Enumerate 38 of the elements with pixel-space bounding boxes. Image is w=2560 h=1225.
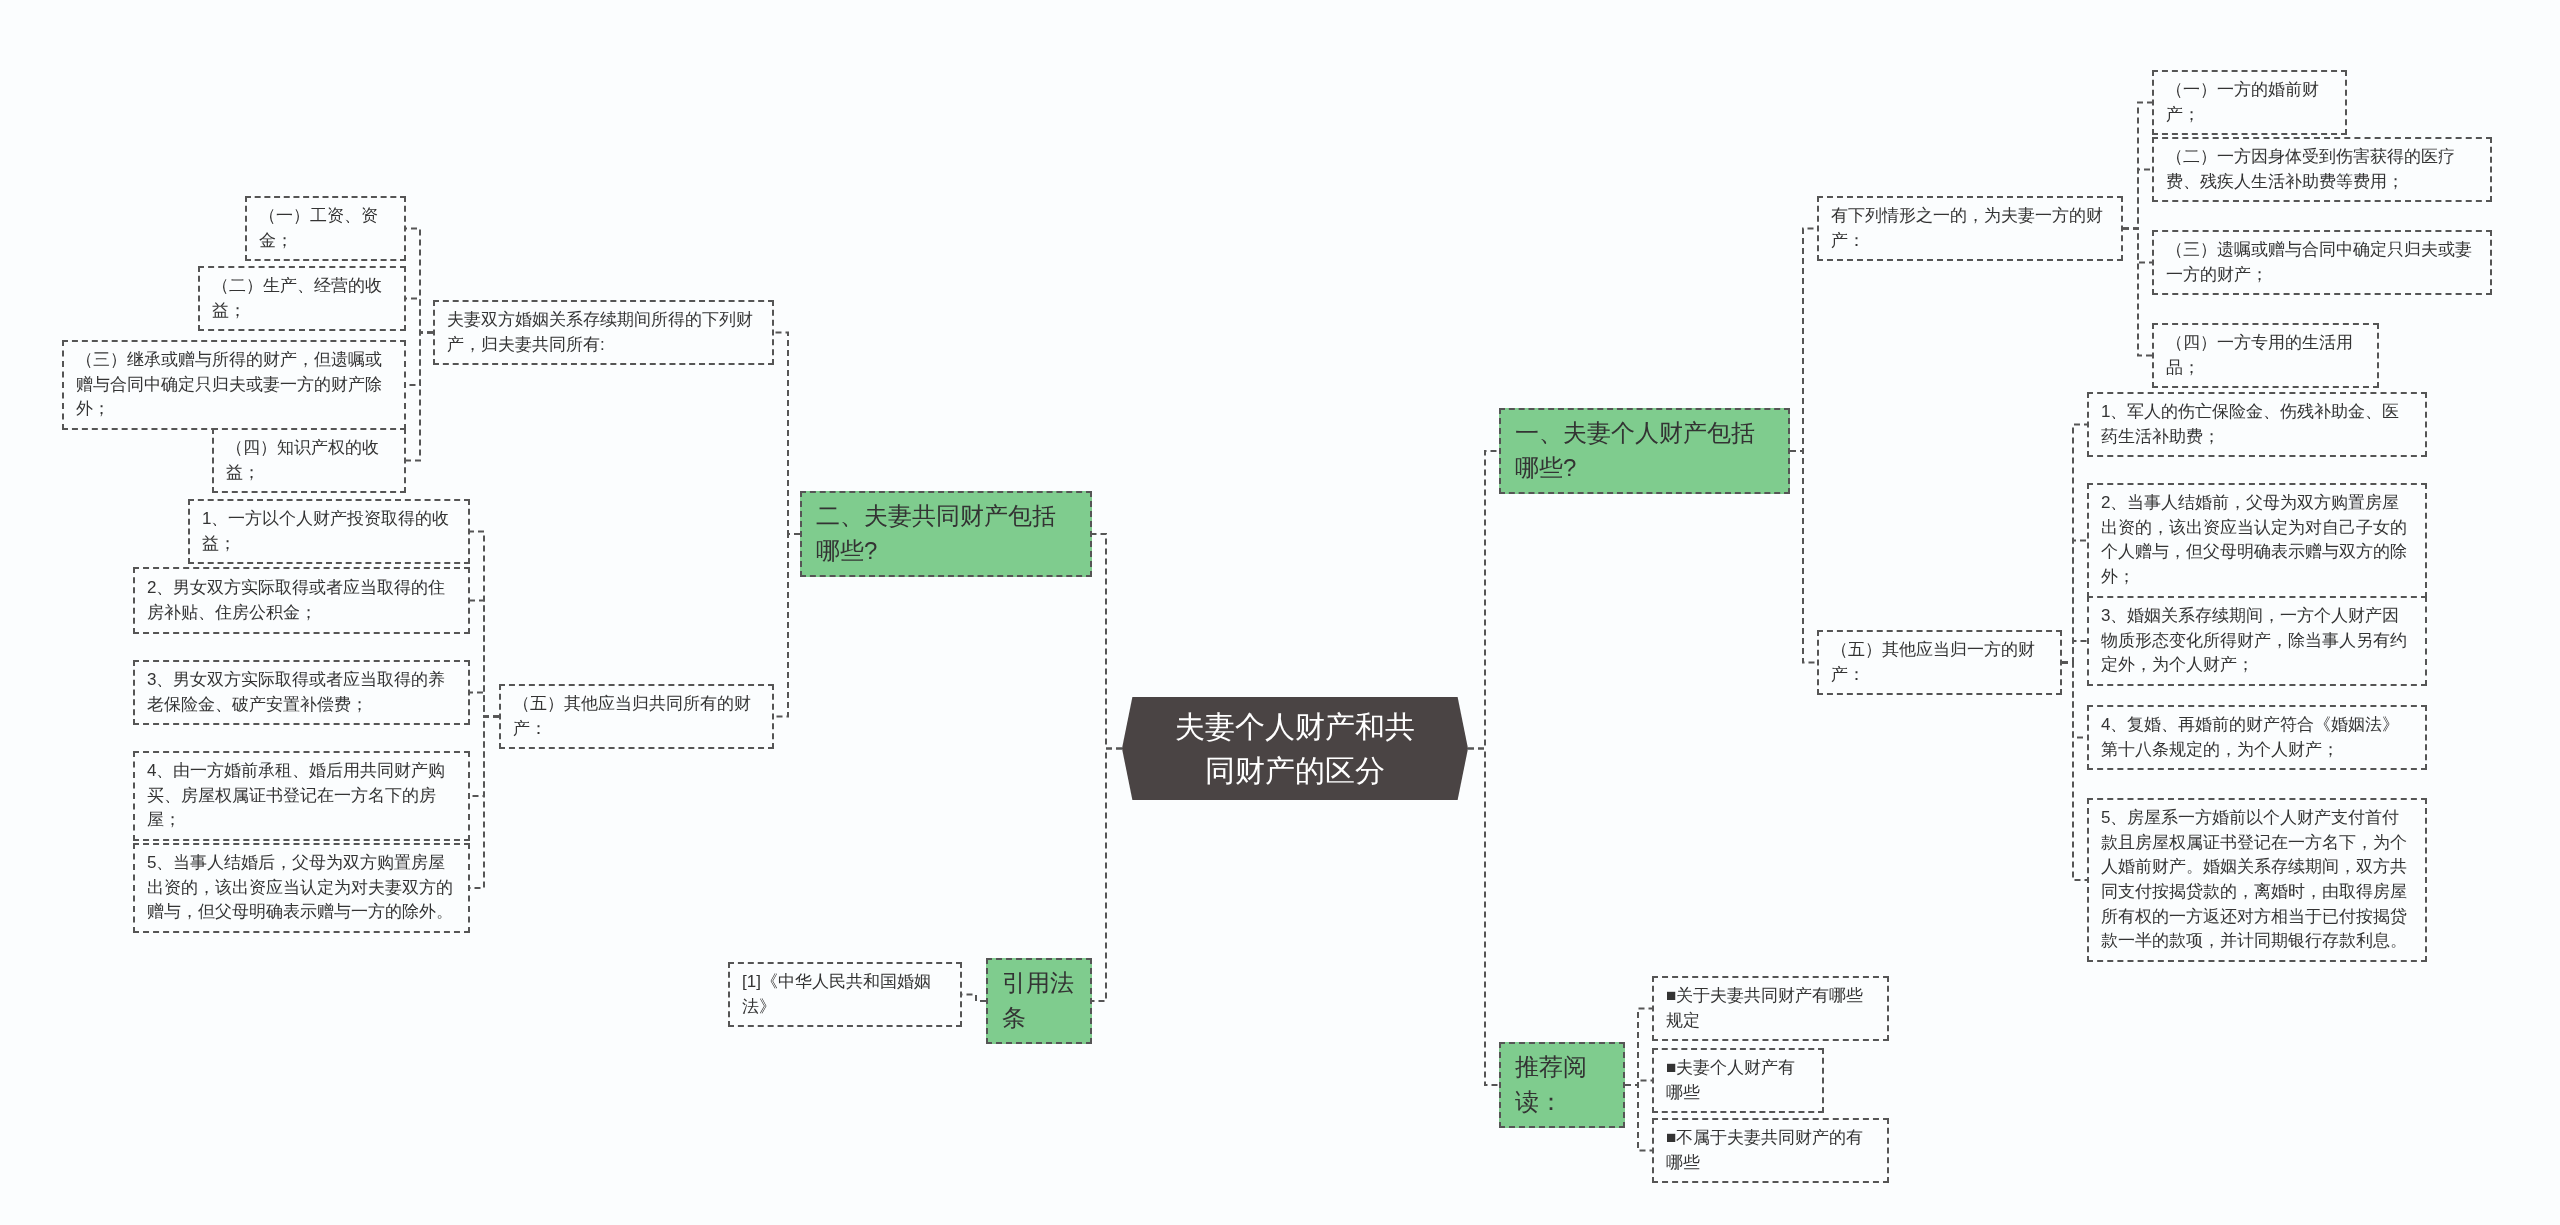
subtopic-box: 2、男女双方实际取得或者应当取得的住房补贴、住房公积金； — [133, 567, 470, 634]
subtopic-box: （五）其他应当归一方的财产： — [1817, 630, 2062, 696]
connector-line — [405, 331, 434, 462]
subtopic-box: 夫妻双方婚姻关系存续期间所得的下列财产，归夫妻共同所有: — [433, 300, 774, 366]
subtopic-box: ■不属于夫妻共同财产的有哪些 — [1652, 1118, 1889, 1184]
connector-line — [2061, 661, 2088, 881]
subtopic-box: 2、当事人结婚前，父母为双方购置房屋出资的，该出资应当认定为对自己子女的个人赠与，但父母明确表示赠与双方的除外； — [2087, 483, 2427, 598]
topic-box: 推荐阅读： — [1499, 1042, 1625, 1128]
subtopic-box: （五）其他应当归共同所有的财产： — [499, 684, 774, 750]
topic-box: 引用法条 — [986, 958, 1092, 1044]
topic-box: 二、夫妻共同财产包括哪些? — [800, 491, 1092, 577]
subtopic-box: （一）一方的婚前财产； — [2152, 70, 2347, 136]
subtopic-box: ■夫妻个人财产有哪些 — [1652, 1048, 1824, 1114]
subtopic-box: （二）生产、经营的收益； — [198, 266, 406, 332]
connector-line — [1467, 747, 1500, 1086]
subtopic-box: 5、当事人结婚后，父母为双方购置房屋出资的，该出资应当认定为对夫妻双方的赠与，但父母明确表示赠与一方的除外。 — [133, 843, 470, 933]
subtopic-box: 3、婚姻关系存续期间，一方个人财产因物质形态变化所得财产，除当事人另有约定外，为个人财产； — [2087, 596, 2427, 686]
subtopic-box: ■关于夫妻共同财产有哪些规定 — [1652, 976, 1889, 1042]
connector-line — [1789, 450, 1818, 664]
subtopic-box: [1]《中华人民共和国婚姻法》 — [728, 962, 962, 1028]
topic-box: 一、夫妻个人财产包括哪些? — [1499, 408, 1790, 494]
connector-line — [2122, 227, 2153, 357]
subtopic-box: （四）知识产权的收益； — [212, 428, 406, 494]
connector-line — [1624, 1084, 1653, 1152]
subtopic-box: （一）工资、资金； — [245, 196, 406, 262]
subtopic-box: （三）继承或赠与所得的财产，但遗嘱或赠与合同中确定只归夫或妻一方的财产除外； — [62, 340, 406, 430]
subtopic-box: 4、由一方婚前承租、婚后用共同财产购买、房屋权属证书登记在一方名下的房屋； — [133, 751, 470, 841]
subtopic-box: 有下列情形之一的，为夫妻一方的财产： — [1817, 196, 2123, 262]
subtopic-box: 4、复婚、再婚前的财产符合《婚姻法》第十八条规定的，为个人财产； — [2087, 705, 2427, 771]
subtopic-box: （四）一方专用的生活用品； — [2152, 323, 2379, 389]
subtopic-box: 1、一方以个人财产投资取得的收益； — [188, 499, 470, 565]
subtopic-box: 1、军人的伤亡保险金、伤残补助金、医药生活补助费； — [2087, 392, 2427, 458]
subtopic-box: 3、男女双方实际取得或者应当取得的养老保险金、破产安置补偿费； — [133, 660, 470, 726]
connector-line — [1091, 747, 1123, 1002]
central-topic: 夫妻个人财产和共同财产的区分 — [1122, 697, 1468, 800]
subtopic-box: （三）遗嘱或赠与合同中确定只归夫或妻一方的财产； — [2152, 230, 2492, 296]
subtopic-box: 5、房屋系一方婚前以个人财产支付首付款且房屋权属证书登记在一方名下，为个人婚前财产。婚姻关系存续期间，双方共同支付按揭贷款的，离婚时，由取得房屋所有权的一方返还对方相当于已付按揭贷款一半的款项，并计同期银行存款利息。 — [2087, 798, 2427, 962]
subtopic-box: （二）一方因身体受到伤害获得的医疗费、残疾人生活补助费等费用； — [2152, 137, 2492, 203]
